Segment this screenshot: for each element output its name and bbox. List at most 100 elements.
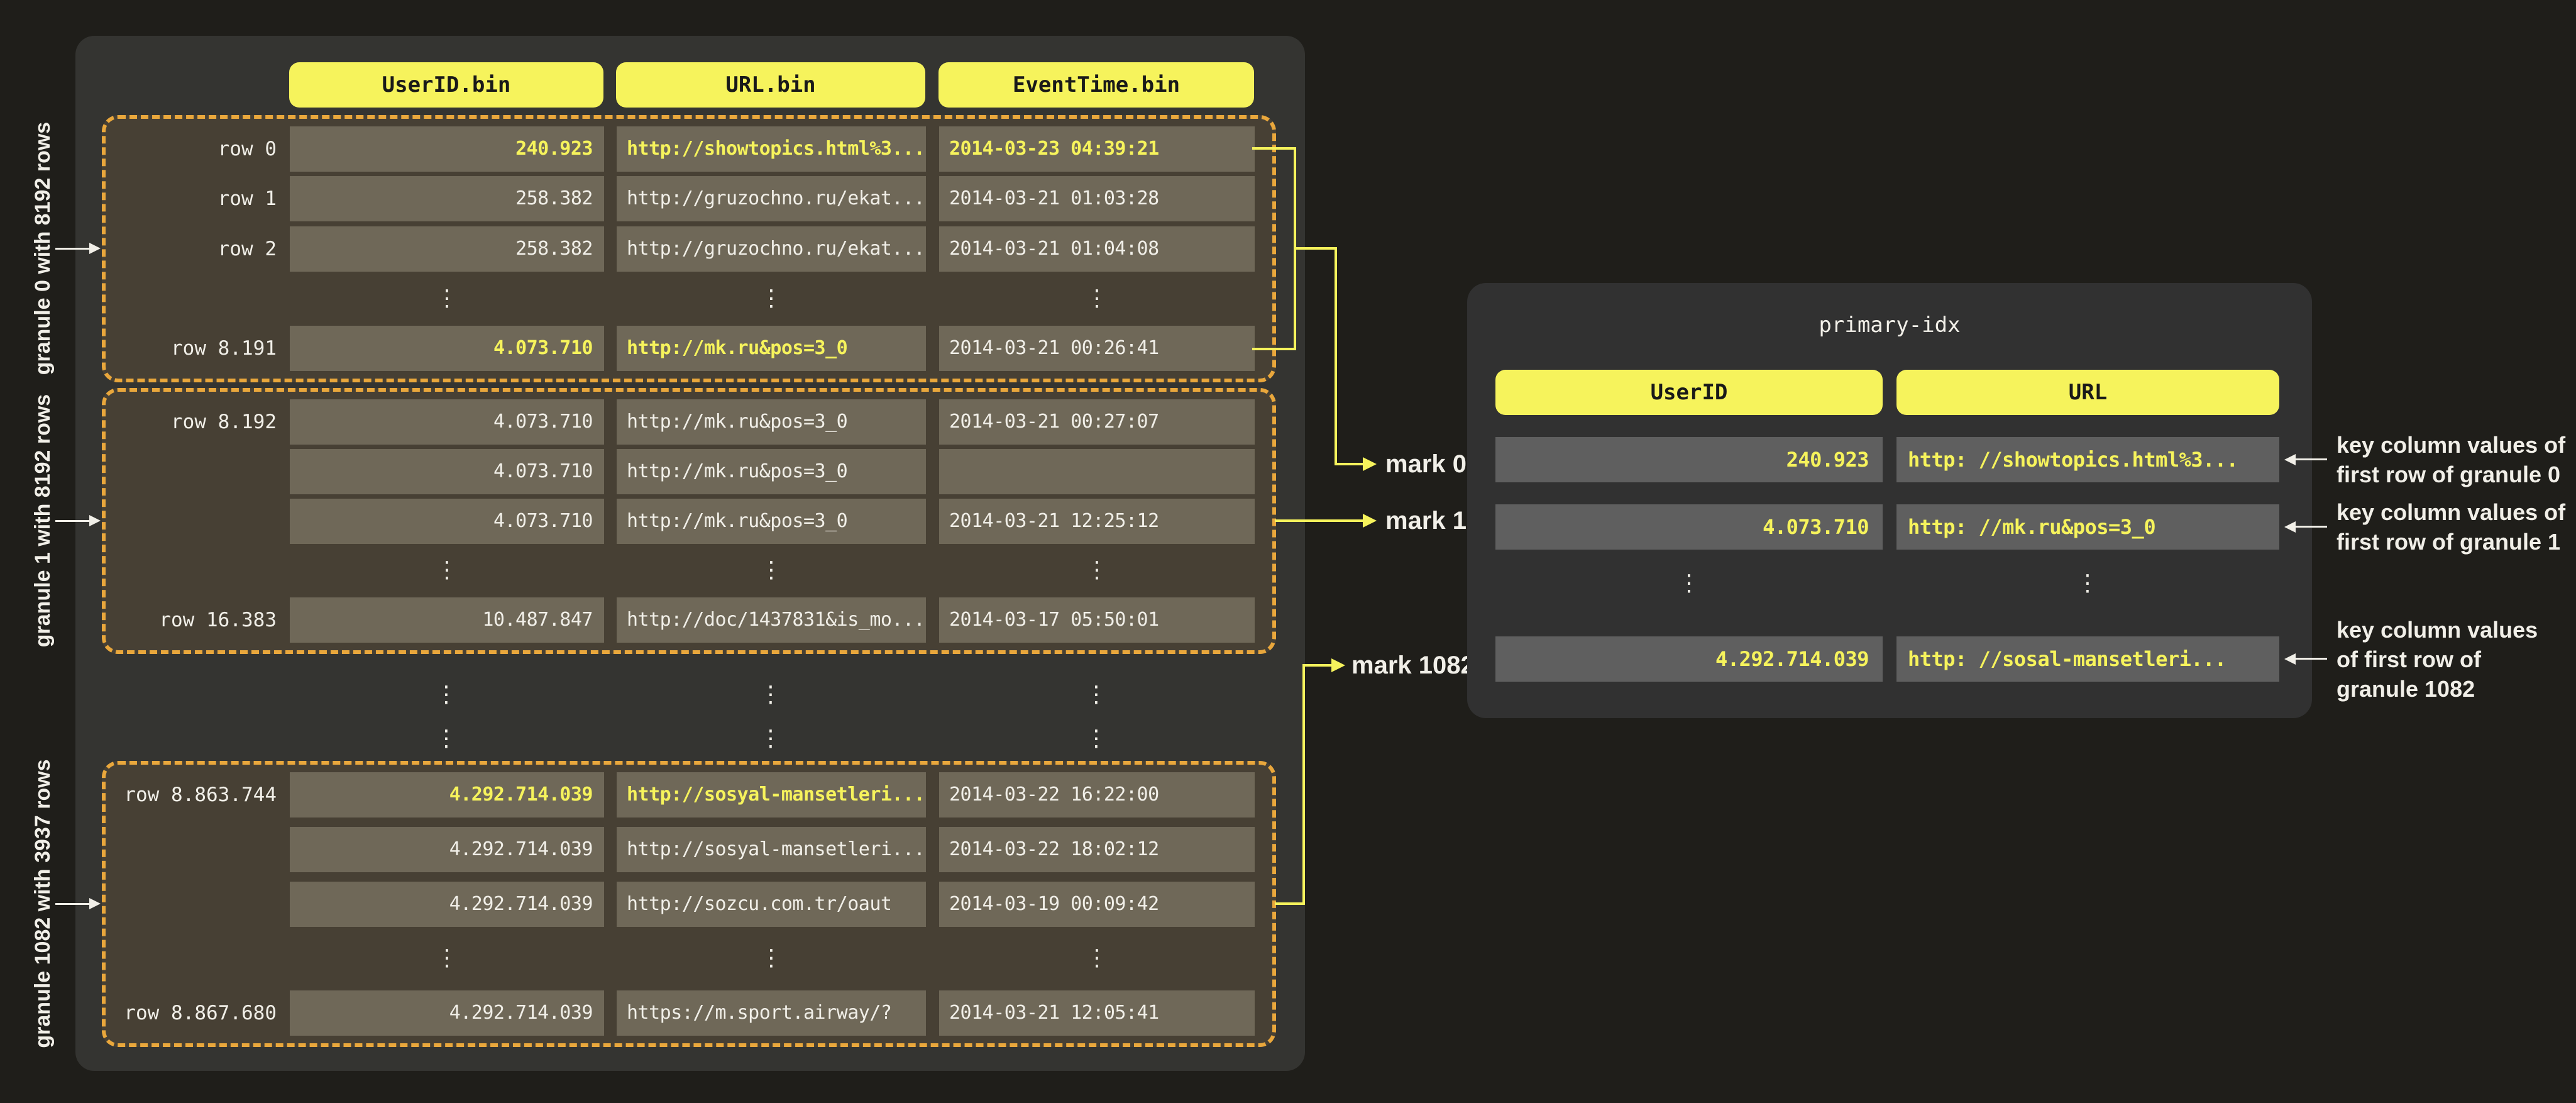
column-file-header-url-bin: URL.bin: [616, 62, 925, 108]
index-url-cell: http: //sosal-mansetleri...: [1896, 636, 2279, 682]
connector-line: [1302, 664, 1331, 667]
ellipsis-dots: ⋮: [2076, 570, 2099, 596]
url-cell: http://doc/1437831&is_mo...: [617, 597, 926, 643]
user-id-cell: 4.073.710: [290, 399, 604, 445]
row-label: [106, 882, 277, 927]
mark-1082-label: mark 1082: [1351, 651, 1475, 679]
mark-1082-arrowhead-icon: [1331, 658, 1345, 672]
column-file-header-userid-bin: UserID.bin: [289, 62, 603, 108]
annotation-granule-1: key column values of first row of granul…: [2337, 499, 2566, 555]
granule-1-arrowhead-icon: [89, 515, 101, 526]
connector-line: [1275, 902, 1305, 905]
event-time-cell: 2014-03-21 00:27:07: [939, 399, 1255, 445]
user-id-cell: 4.073.710: [290, 326, 604, 371]
index-url-cell: http: //showtopics.html%3...: [1896, 437, 2279, 482]
url-cell: http://mk.ru&pos=3_0: [617, 498, 926, 544]
index-userid-cell: 4.073.710: [1495, 504, 1883, 550]
user-id-cell: 4.292.714.039: [290, 772, 604, 818]
mark-0-label: mark 0: [1385, 450, 1467, 478]
row-label: row 8.191: [171, 337, 277, 360]
annotation-2-arrowhead-icon: [2284, 653, 2296, 665]
index-url-cell: http: //mk.ru&pos=3_0: [1896, 504, 2279, 550]
event-time-cell: 2014-03-21 12:25:12: [939, 498, 1255, 544]
user-id-cell: 4.073.710: [290, 498, 604, 544]
row-label: row 16.383: [159, 609, 277, 631]
connector-line: [1294, 247, 1337, 250]
ellipsis-dots: ⋮: [436, 945, 458, 972]
connector-line: [1335, 247, 1337, 465]
granule-1-arrow-icon: [55, 520, 89, 522]
url-cell: http://mk.ru&pos=3_0: [617, 399, 926, 445]
ellipsis-dots: ⋮: [435, 726, 458, 751]
ellipsis-dots: ⋮: [1086, 945, 1108, 972]
index-userid-cell: 240.923: [1495, 437, 1883, 482]
ellipsis-dots: ⋮: [436, 285, 458, 311]
url-cell: http://sozcu.com.tr/oaut: [617, 881, 926, 927]
connector-line: [1252, 348, 1296, 350]
ellipsis-dots: ⋮: [435, 682, 458, 707]
ellipsis-dots: ⋮: [760, 557, 783, 584]
url-cell: http://showtopics.html%3...: [617, 126, 926, 172]
annotation-1-arrow-icon: [2294, 526, 2327, 528]
granule-1082-side-label: granule 1082 with 3937 rows: [31, 759, 55, 1048]
row-label: row 1: [217, 187, 277, 211]
url-cell: http://gruzochno.ru/ekat...: [617, 226, 926, 272]
row-label: row 0: [217, 138, 277, 160]
event-time-cell: 2014-03-22 16:22:00: [939, 772, 1255, 818]
annotation-2-arrow-icon: [2294, 658, 2327, 660]
ellipsis-row: ⋮ ⋮ ⋮: [75, 679, 1305, 711]
row-label: [106, 449, 277, 494]
url-cell: http://sosyal-mansetleri...: [617, 826, 926, 872]
ellipsis-dots: ⋮: [1085, 682, 1108, 707]
url-cell: http://mk.ru&pos=3_0: [617, 448, 926, 494]
url-cell: https://m.sport.airway/?: [617, 990, 926, 1036]
mark-0-arrowhead-icon: [1363, 457, 1377, 471]
column-file-header-eventtime-bin: EventTime.bin: [938, 62, 1254, 108]
user-id-cell: 4.292.714.039: [290, 990, 604, 1036]
table-row: row 2 258.382 http://gruzochno.ru/ekat... 2…: [106, 226, 1272, 272]
user-id-cell: 258.382: [290, 226, 604, 272]
event-time-cell: 2014-03-21 01:03:28: [939, 176, 1255, 222]
row-label: [106, 827, 277, 872]
event-time-cell: [939, 448, 1255, 494]
granule-0-arrowhead-icon: [89, 243, 101, 254]
primary-index-title: primary-idx: [1819, 313, 1961, 338]
event-time-cell: 2014-03-22 18:02:12: [939, 826, 1255, 872]
connector-line: [1252, 147, 1296, 150]
ellipsis-row: ⋮⋮⋮: [106, 548, 1272, 593]
event-time-cell: 2014-03-19 00:09:42: [939, 881, 1255, 927]
url-cell: http://sosyal-mansetleri...: [617, 772, 926, 818]
user-id-cell: 4.073.710: [290, 448, 604, 494]
granule-1082-arrowhead-icon: [89, 898, 101, 909]
annotation-0-arrowhead-icon: [2284, 454, 2296, 465]
ellipsis-row: ⋮⋮⋮: [106, 936, 1272, 981]
granule-1-side-label: granule 1 with 8192 rows: [31, 394, 55, 648]
ellipsis-dots: ⋮: [760, 285, 783, 311]
table-row: 4.073.710 http://mk.ru&pos=3_0: [106, 448, 1272, 494]
ellipsis-row: ⋮ ⋮ ⋮: [75, 723, 1305, 755]
connector-line: [1302, 664, 1305, 905]
granule-1082-arrow-icon: [55, 903, 89, 905]
row-label: row 2: [217, 237, 277, 260]
mark-1-label: mark 1: [1385, 507, 1467, 535]
event-time-cell: 2014-03-21 12:05:41: [939, 990, 1255, 1036]
connector-line: [1335, 463, 1363, 465]
url-cell: http://gruzochno.ru/ekat...: [617, 176, 926, 222]
row-label: [106, 499, 277, 544]
event-time-cell: 2014-03-21 01:04:08: [939, 226, 1255, 272]
connector-line: [1275, 519, 1363, 522]
event-time-cell: 2014-03-17 05:50:01: [939, 597, 1255, 643]
